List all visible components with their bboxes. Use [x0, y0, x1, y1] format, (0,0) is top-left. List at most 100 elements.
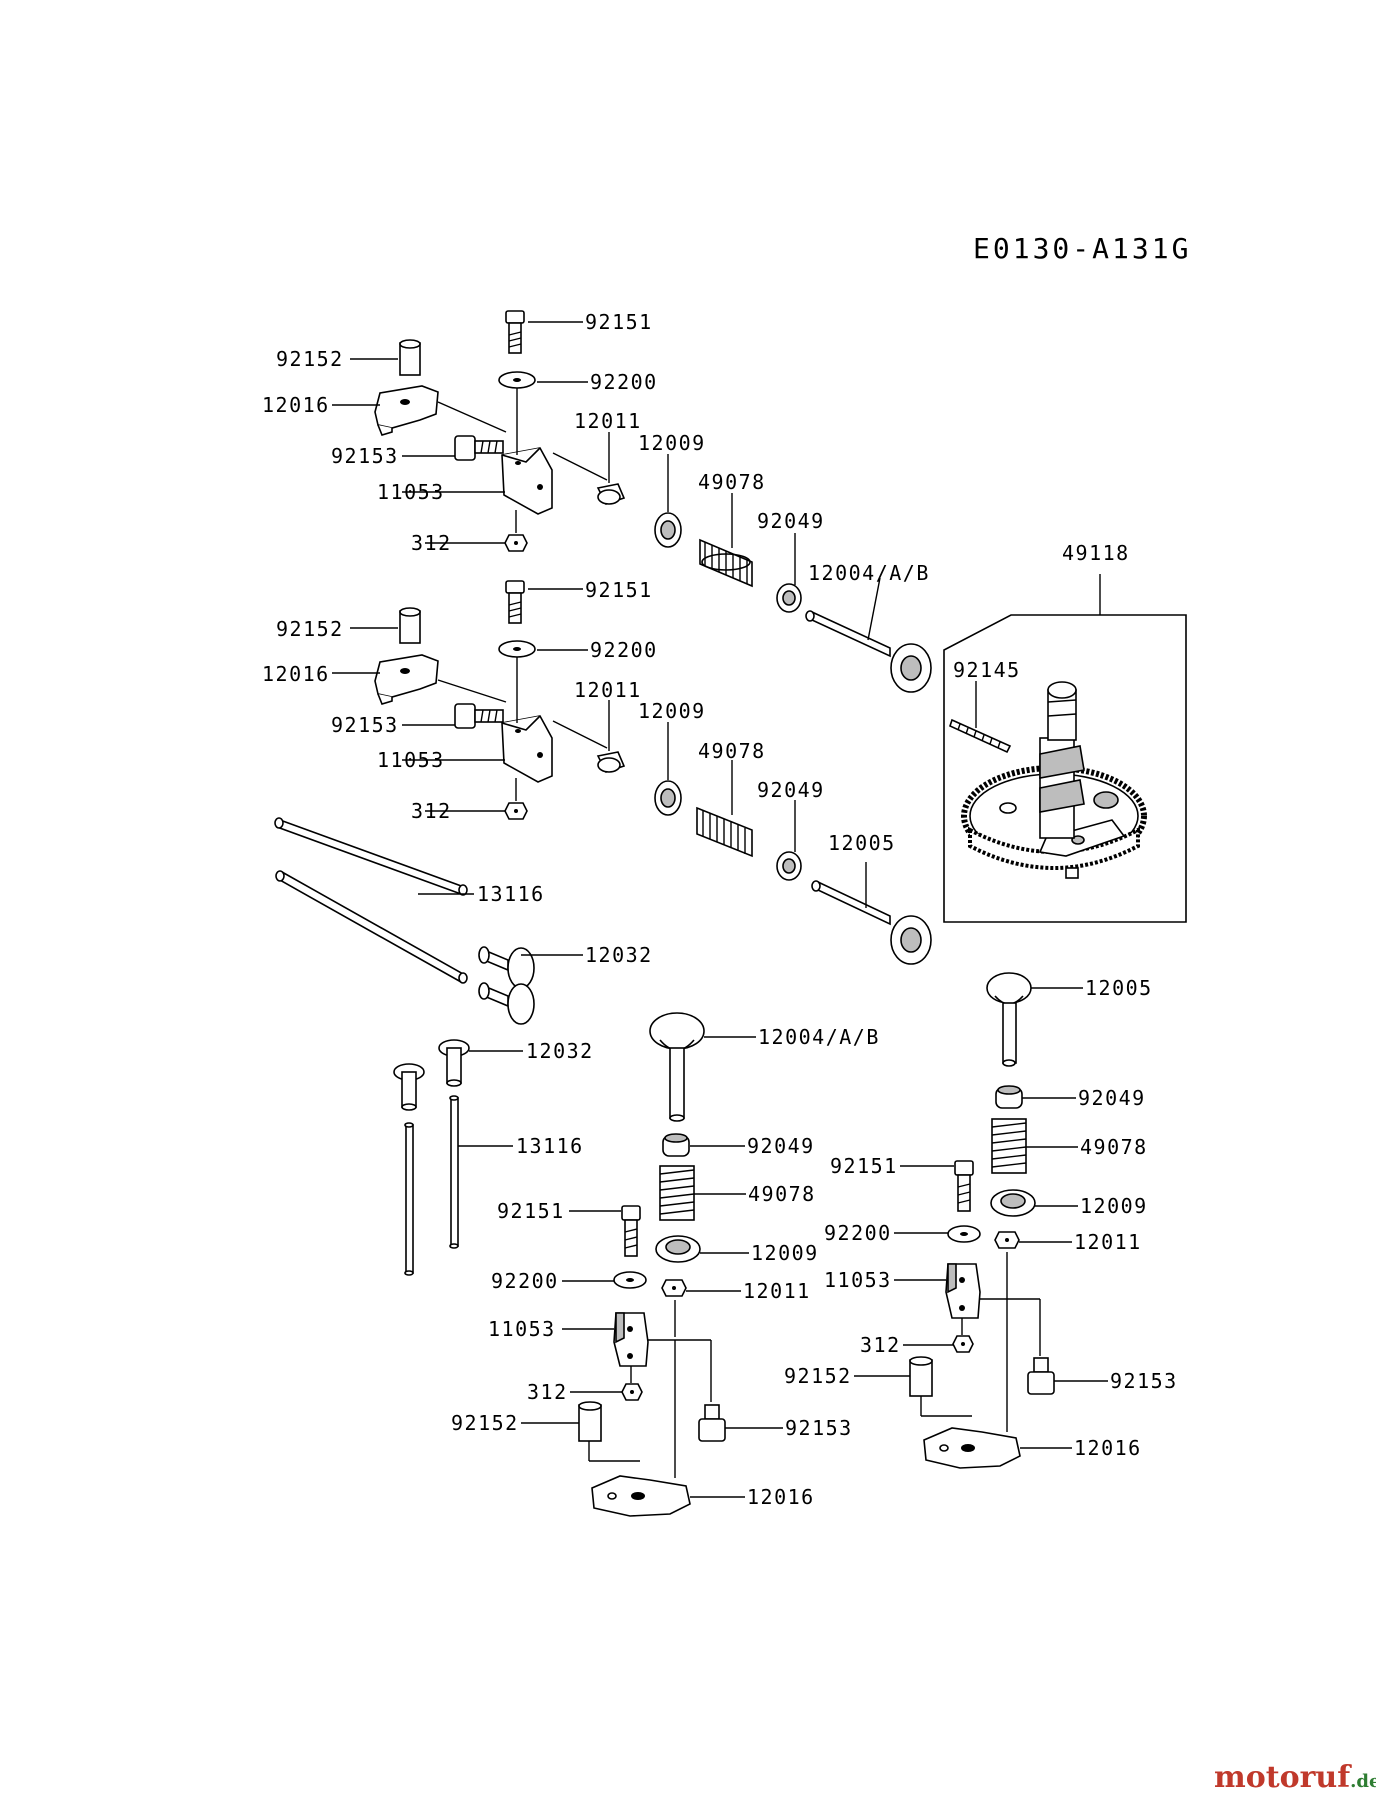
seal-92049-mid: [776, 851, 802, 881]
cap-12011-right: [994, 1231, 1020, 1249]
label-11053-mid: 11053: [377, 748, 445, 772]
spring-92145: [949, 718, 1012, 754]
retainer-12009-mid: [654, 780, 682, 816]
label-92049-top: 92049: [757, 509, 825, 533]
label-92153-top: 92153: [331, 444, 399, 468]
valve-12005-mid: [811, 880, 932, 965]
tappet-12032-upper: [478, 946, 535, 989]
label-12004-center: 12004/A/B: [758, 1025, 880, 1049]
cap-12011-center: [661, 1279, 687, 1297]
label-92049-center: 92049: [747, 1134, 815, 1158]
label-92151-right: 92151: [830, 1154, 898, 1178]
label-92200-right: 92200: [824, 1221, 892, 1245]
label-12011-mid: 12011: [574, 678, 642, 702]
spring-49078-center: [659, 1165, 695, 1221]
bolt-92151-right: [954, 1160, 974, 1212]
rocker-arm-12016-right: [923, 1427, 1021, 1469]
tappet-12032-standing-b: [393, 1063, 425, 1111]
pushrods-and-tappets: [274, 817, 583, 1276]
label-11053-top: 11053: [377, 480, 445, 504]
label-49118: 49118: [1062, 541, 1130, 565]
label-92151-top: 92151: [585, 310, 653, 334]
right-stack: [854, 972, 1108, 1469]
collar-92152-right: [909, 1356, 933, 1397]
label-92049-right: 92049: [1078, 1086, 1146, 1110]
label-92200-top: 92200: [590, 370, 658, 394]
label-12009-right: 12009: [1080, 1194, 1148, 1218]
label-312-right: 312: [860, 1333, 901, 1357]
label-312-top: 312: [411, 531, 452, 555]
label-92049-mid: 92049: [757, 778, 825, 802]
top-rocker-assembly: [332, 310, 626, 552]
label-12009-center: 12009: [751, 1241, 819, 1265]
pushrod-13116-standing-a: [449, 1095, 459, 1249]
label-12032-b: 12032: [526, 1039, 594, 1063]
diagram-code: E0130-A131G: [973, 232, 1191, 265]
label-11053-right: 11053: [824, 1268, 892, 1292]
label-92145: 92145: [953, 658, 1021, 682]
camshaft: [1038, 681, 1126, 857]
rocker-arm-12016-mid: [374, 654, 439, 705]
label-92151-center: 92151: [497, 1199, 565, 1223]
bolt-92153-mid: [454, 703, 504, 729]
label-92152-right: 92152: [784, 1364, 852, 1388]
valve-12005-right: [986, 972, 1032, 1067]
cap-12011-top: [596, 483, 626, 505]
retainer-12009-center: [655, 1235, 701, 1263]
guide-11053-mid: [501, 715, 553, 783]
tappet-12032-lower: [478, 982, 535, 1025]
valve-12004-top: [805, 610, 932, 693]
center-stack: [521, 1012, 783, 1517]
label-12016-mid: 12016: [262, 662, 330, 686]
retainer-12009-top: [654, 512, 682, 548]
nut-312-right: [952, 1335, 974, 1353]
valve-12004-center: [649, 1012, 705, 1122]
washer-92200-mid: [498, 640, 536, 658]
seal-92049-right: [995, 1085, 1023, 1109]
label-12009-top: 12009: [638, 431, 706, 455]
label-12011-top: 12011: [574, 409, 642, 433]
bolt-92153-center: [698, 1404, 726, 1442]
spring-49078-mid: [696, 806, 753, 858]
bolt-92153-right: [1027, 1357, 1055, 1395]
label-312-mid: 312: [411, 799, 452, 823]
washer-92200-center: [613, 1271, 647, 1289]
nut-312-center: [621, 1383, 643, 1401]
label-49078-right: 49078: [1080, 1135, 1148, 1159]
bolt-92151-center: [621, 1205, 641, 1257]
label-12005-right: 12005: [1085, 976, 1153, 1000]
middle-valve-train: [654, 722, 932, 965]
label-92153-right: 92153: [1110, 1369, 1178, 1393]
seal-92049-top: [776, 583, 802, 613]
seal-92049-center: [662, 1133, 690, 1157]
rocker-arm-12016-center: [591, 1475, 691, 1517]
bolt-92151-mid: [505, 580, 525, 624]
nut-312-mid: [504, 802, 528, 820]
label-12004-top: 12004/A/B: [808, 561, 930, 585]
label-12032-a: 12032: [585, 943, 653, 967]
label-12016-top: 12016: [262, 393, 330, 417]
middle-rocker-assembly: [332, 580, 626, 820]
label-13116-a: 13116: [477, 882, 545, 906]
label-12011-center: 12011: [743, 1279, 811, 1303]
label-92151-mid: 92151: [585, 578, 653, 602]
rocker-arm-12016-top: [374, 385, 439, 436]
label-92153-center: 92153: [785, 1416, 853, 1440]
label-92152-center: 92152: [451, 1411, 519, 1435]
collar-92152-center: [578, 1401, 602, 1442]
retainer-12009-right: [990, 1189, 1036, 1217]
washer-92200-right: [947, 1225, 981, 1243]
pushrod-13116-lower: [275, 870, 468, 984]
part-labels: 92151 92152 92200 12016 12011 92153 1200…: [262, 310, 1178, 1509]
watermark: motoruf.de: [1214, 1760, 1376, 1795]
bolt-92153-top: [454, 435, 504, 461]
collar-92152-top: [399, 339, 421, 376]
washer-92200-top: [498, 371, 536, 389]
label-13116-b: 13116: [516, 1134, 584, 1158]
label-12009-mid: 12009: [638, 699, 706, 723]
label-92152-top: 92152: [276, 347, 344, 371]
label-92153-mid: 92153: [331, 713, 399, 737]
spring-49078-right: [991, 1118, 1027, 1174]
label-49078-mid: 49078: [698, 739, 766, 763]
